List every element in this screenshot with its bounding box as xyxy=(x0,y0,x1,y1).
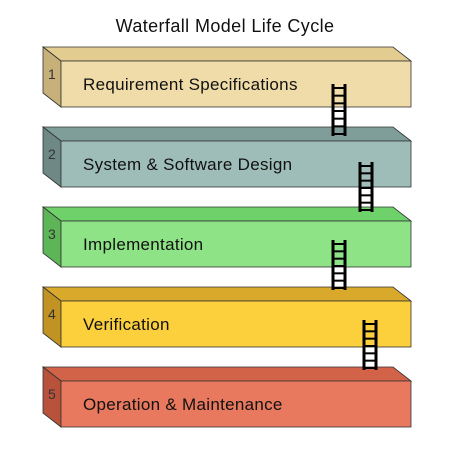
step-number: 5 xyxy=(48,386,56,402)
ladders-layer xyxy=(331,84,378,370)
step-top-face xyxy=(41,126,413,142)
step-top-face xyxy=(41,206,413,222)
step-label: System & Software Design xyxy=(83,155,292,174)
step-label: Implementation xyxy=(83,235,203,254)
step-front-face xyxy=(60,140,412,188)
step-top-face xyxy=(41,46,413,62)
step-label: Verification xyxy=(83,315,170,334)
ladder-icon xyxy=(358,162,374,212)
step-number: 1 xyxy=(48,66,56,82)
step-label: Requirement Specifications xyxy=(83,75,298,94)
step-top-face xyxy=(41,286,413,302)
step-front-face xyxy=(60,380,412,428)
step-front-face xyxy=(60,300,412,348)
step-front-face xyxy=(60,220,412,268)
ladder-icon xyxy=(331,240,347,290)
step-top-face xyxy=(41,366,413,382)
diagram-title: Waterfall Model Life Cycle xyxy=(115,16,335,36)
step-front-face xyxy=(60,60,412,108)
step-number: 2 xyxy=(48,146,56,162)
step-number: 3 xyxy=(48,226,56,242)
ladder-icon xyxy=(362,320,378,370)
step-number: 4 xyxy=(48,306,56,322)
step-label: Operation & Maintenance xyxy=(83,395,283,414)
ladder-icon xyxy=(331,84,347,136)
